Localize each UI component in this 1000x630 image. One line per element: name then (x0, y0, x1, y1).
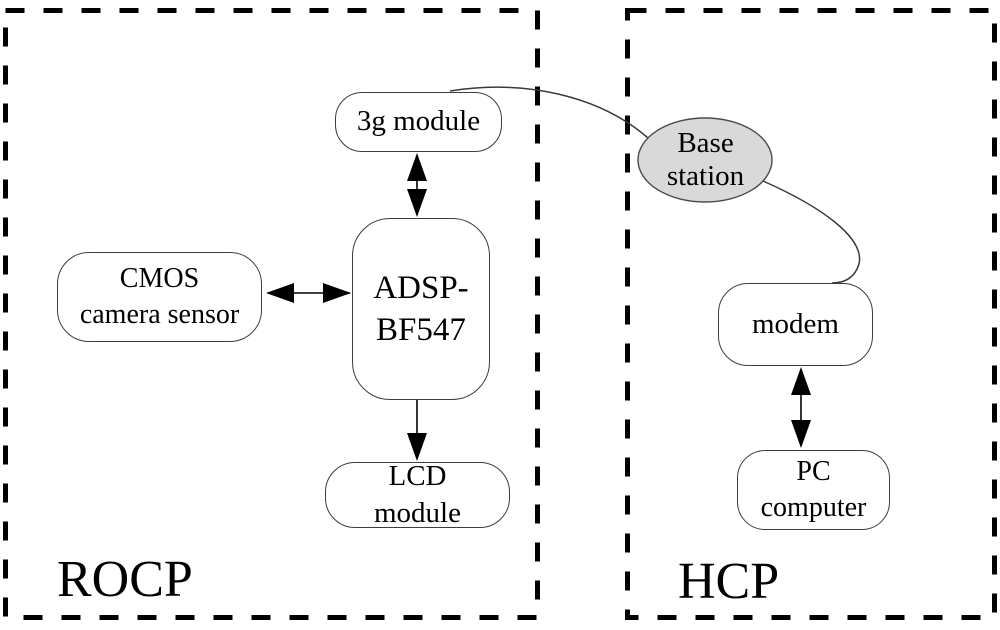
arrow-adsp-lcd (407, 400, 427, 461)
rocp-group-label: ROCP (57, 551, 193, 608)
node-modem-label: modem (752, 307, 839, 340)
base-station-ellipse (637, 117, 773, 203)
rocp-group-box (3, 8, 540, 620)
arrow-3g-module-adsp (407, 153, 427, 217)
hcp-group-box (625, 8, 997, 620)
node-modem: modem (718, 283, 873, 366)
link-base-station-to-modem (762, 180, 861, 284)
arrow-cmos-adsp (266, 283, 351, 303)
node-3g-module: 3g module (335, 92, 502, 152)
node-base-station-label: Base station (666, 127, 745, 192)
node-adsp-bf547-label: ADSP- BF547 (373, 269, 469, 348)
node-cmos-camera-sensor-label: CMOS camera sensor (79, 263, 240, 330)
node-pc-computer: PC computer (737, 450, 890, 530)
node-lcd-module-label: LCD module (374, 459, 461, 529)
node-adsp-bf547: ADSP- BF547 (352, 218, 490, 400)
arrow-modem-pc (791, 367, 811, 448)
hcp-group-label: HCP (678, 553, 780, 610)
node-base-station: Base station (638, 117, 773, 203)
node-3g-module-label: 3g module (356, 105, 481, 138)
node-pc-computer-label: PC computer (760, 456, 867, 523)
node-cmos-camera-sensor: CMOS camera sensor (57, 252, 262, 342)
link-3g-module-to-base-station (449, 86, 649, 139)
node-lcd-module: LCD module (325, 460, 510, 529)
